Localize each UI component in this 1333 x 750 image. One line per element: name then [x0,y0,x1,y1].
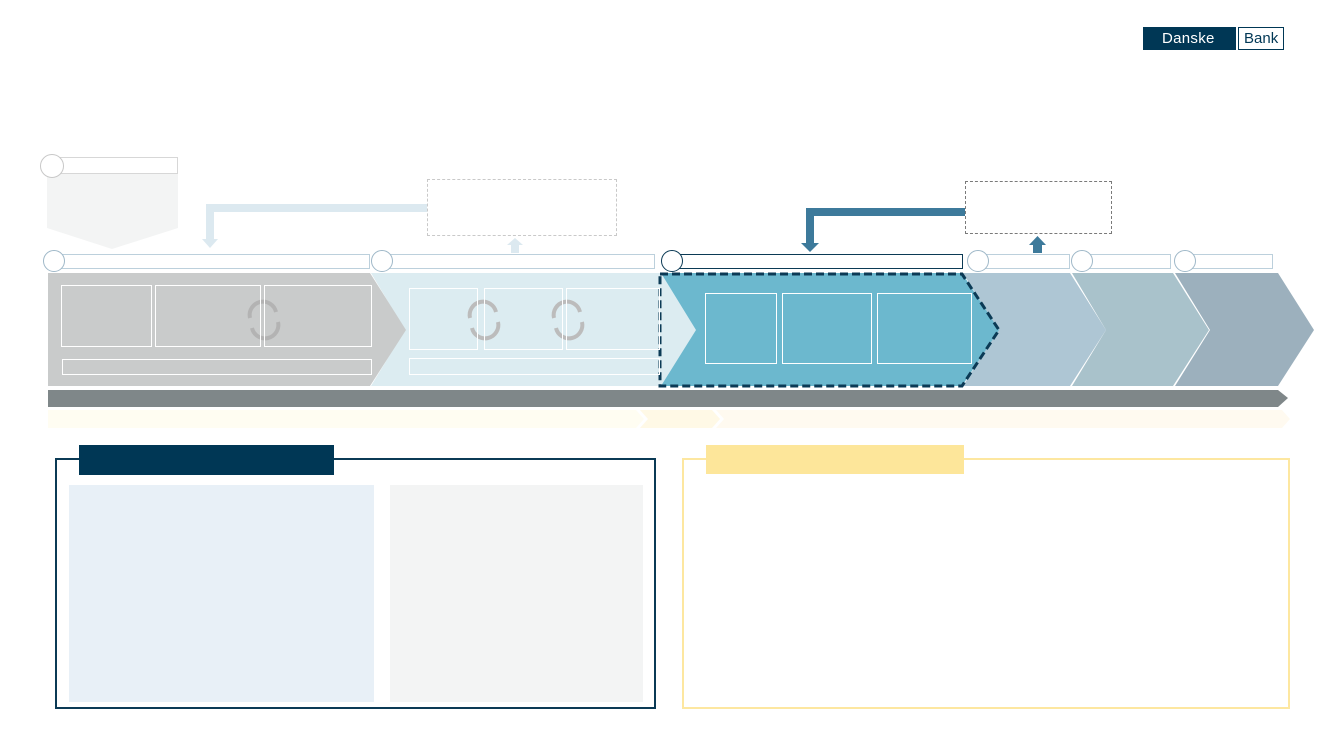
chevron-phase-3-active [660,273,999,386]
phase-header-3 [674,254,963,269]
phase-header-5 [1084,254,1171,269]
phase-header-1 [56,254,370,269]
summary-subpanel-b [390,485,643,702]
feedback-arrow-dark [801,208,966,252]
timeline-bar-light-3 [716,410,1290,428]
phase-number-circle-3 [661,250,683,272]
timeline-bar-light-1 [48,410,644,428]
pre-phase-header [52,157,178,174]
step-box [61,285,152,347]
pre-phase-shape [47,170,178,249]
phase-number-circle-4 [967,250,989,272]
phase-header-6 [1187,254,1273,269]
chevron-phase-6 [1175,273,1314,386]
cycle-icon [551,299,585,341]
step-box [264,285,372,347]
chevron-phase-2 [371,273,696,386]
step-box [782,293,872,364]
up-arrow-light [507,238,523,253]
step-box [566,288,660,350]
danske-bank-logo: Danske Bank [1143,27,1285,50]
chevron-phase-5 [1072,273,1209,386]
chevron-phase-4 [963,273,1106,386]
step-footer-box [409,358,660,375]
timeline-bar-light-2 [640,410,720,428]
phase-header-4 [980,254,1070,269]
step-box [409,288,478,350]
phase-number-circle-2 [371,250,393,272]
step-box [705,293,777,364]
logo-wordmark-danske: Danske [1143,27,1236,50]
step-box [155,285,261,347]
step-box [877,293,972,364]
cycle-icon [467,299,501,341]
step-box [484,288,563,350]
phase-number-circle-1 [43,250,65,272]
summary-panel-right [682,458,1290,709]
step-footer-box [62,359,372,375]
pre-phase-number-circle [40,154,64,178]
up-arrow-dark [1029,236,1046,253]
note-box-right [965,181,1112,234]
summary-panel-right-title [706,445,964,474]
feedback-arrow-light [202,204,428,248]
phase-number-circle-6 [1174,250,1196,272]
phase-header-2 [384,254,655,269]
summary-panel-left [55,458,656,709]
timeline-bar [48,390,1288,407]
note-box-left [427,179,617,236]
summary-panel-left-title [79,445,334,475]
phase-number-circle-5 [1071,250,1093,272]
active-phase-outline [658,272,1001,388]
chevron-phase-1 [48,273,406,386]
logo-wordmark-bank: Bank [1238,27,1285,50]
summary-subpanel-a [69,485,374,702]
